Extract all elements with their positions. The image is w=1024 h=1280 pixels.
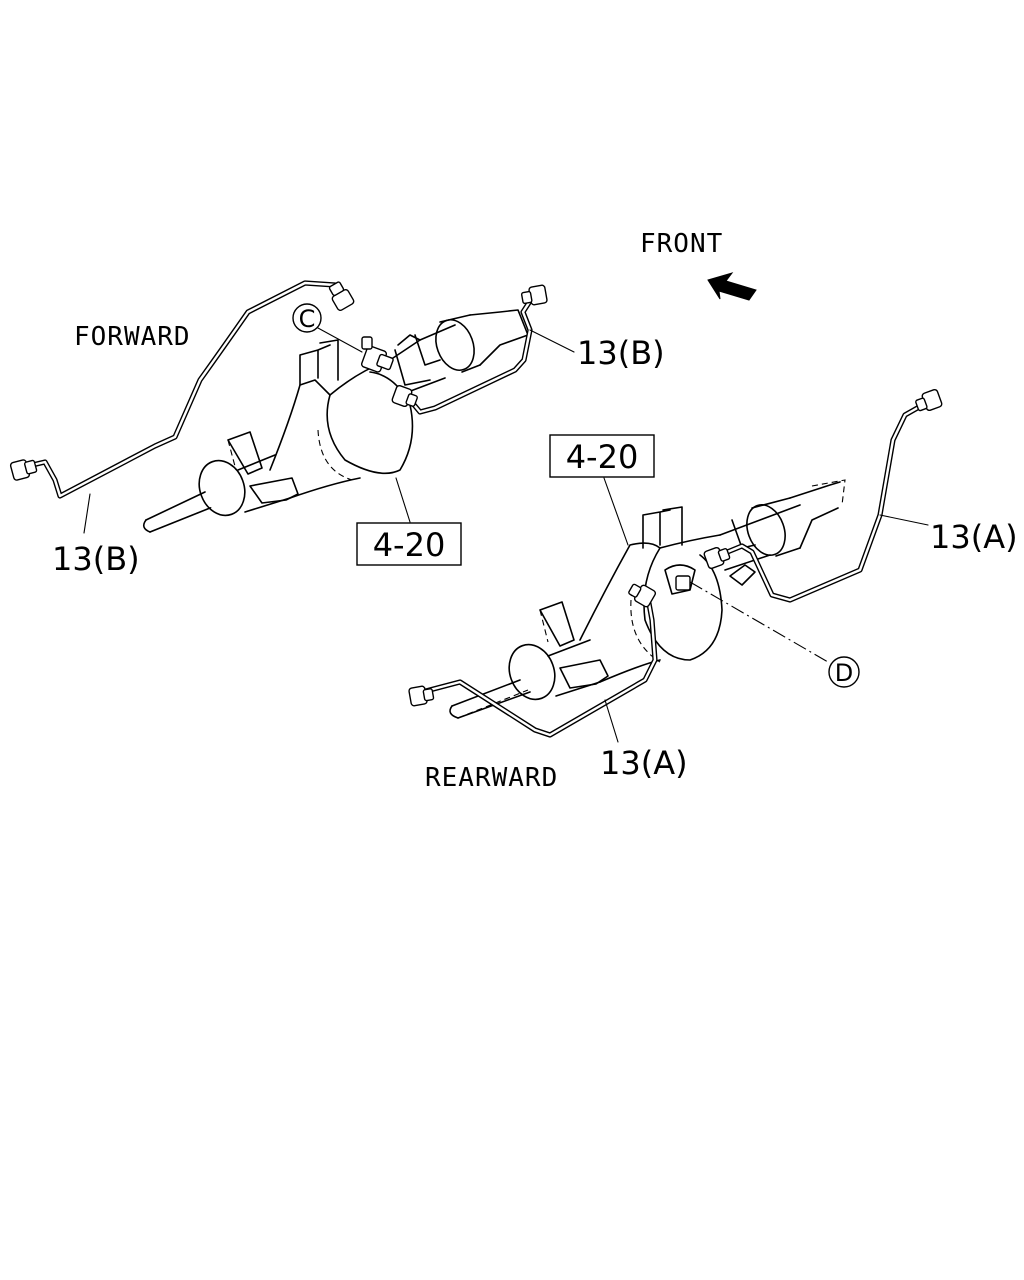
leader-4-20-upper xyxy=(603,477,629,546)
rearward-label: REARWARD xyxy=(425,763,558,793)
rearward-left-brake-pipe xyxy=(408,583,658,738)
ref-4-20-upper-label: 4-20 xyxy=(566,438,639,476)
forward-left-brake-pipe xyxy=(9,280,355,499)
ref-4-20-lower-label: 4-20 xyxy=(373,526,446,564)
pipe-13a-bottom-label: 13(A) xyxy=(600,744,688,782)
front-arrow-icon xyxy=(707,272,757,301)
forward-right-brake-pipe xyxy=(391,284,548,415)
rearward-axle-assembly xyxy=(449,479,846,719)
ref-box-4-20-lower xyxy=(356,522,462,566)
leader-13b-top xyxy=(529,329,575,353)
front-label: FRONT xyxy=(640,229,723,259)
rearward-right-brake-pipe xyxy=(703,388,943,603)
leader-13b-left xyxy=(83,493,91,534)
svg-text:D: D xyxy=(835,659,853,687)
forward-label: FORWARD xyxy=(74,322,191,352)
junction-block-c xyxy=(317,327,394,373)
callout-c: C xyxy=(292,303,322,333)
svg-text:C: C xyxy=(299,305,316,333)
pipe-13b-left-label: 13(B) xyxy=(52,540,140,578)
ref-box-4-20-upper xyxy=(549,434,655,478)
pipe-13a-right-label: 13(A) xyxy=(930,518,1018,556)
leader-13a-bottom xyxy=(604,699,619,743)
leader-13a-right xyxy=(879,514,929,526)
leader-4-20-lower xyxy=(395,477,411,523)
leader-d xyxy=(689,581,829,663)
pipe-13b-top-label: 13(B) xyxy=(577,334,665,372)
callout-d: D xyxy=(828,656,860,688)
forward-axle-assembly xyxy=(142,309,529,533)
